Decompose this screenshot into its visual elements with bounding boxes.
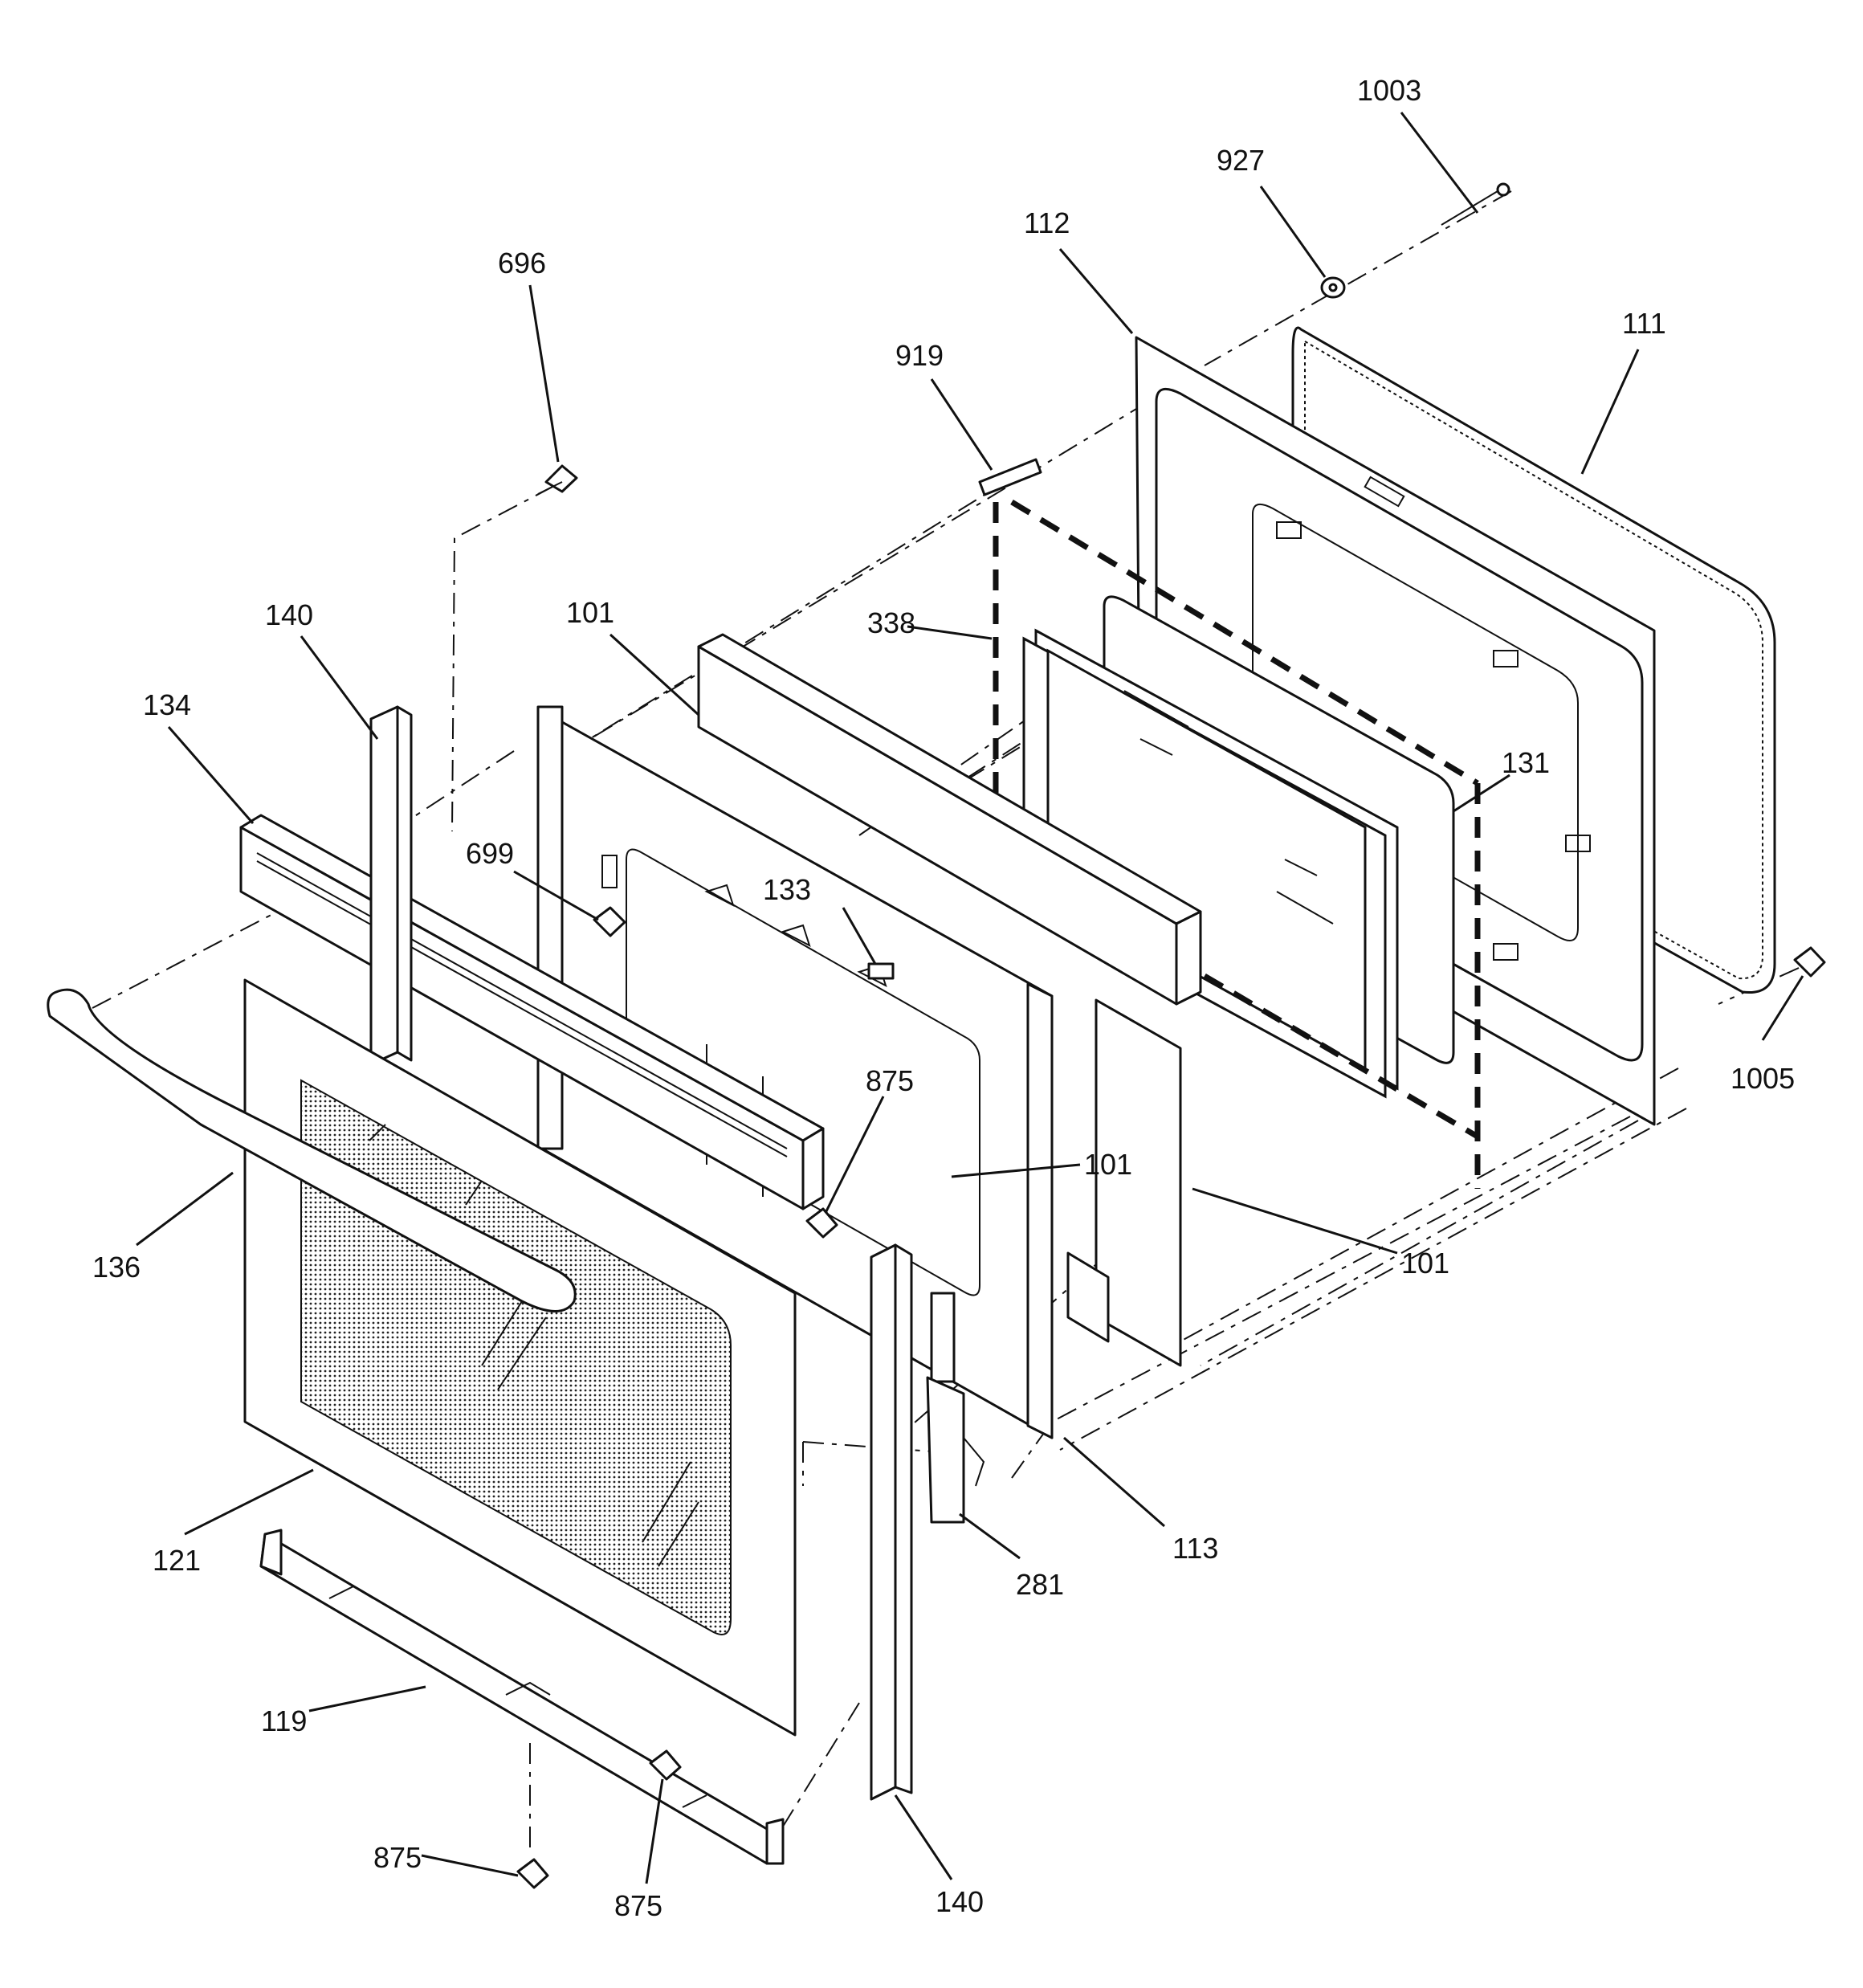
label-1003: 1003 — [1357, 74, 1421, 107]
label-140-left: 140 — [265, 598, 313, 631]
side-channel-140-right — [870, 1243, 913, 1801]
leader-lines — [136, 112, 1804, 1884]
label-338: 338 — [867, 606, 915, 639]
window-glass-assembly — [993, 500, 1481, 1189]
label-133: 133 — [763, 873, 811, 906]
part-labels: 1003 927 112 111 696 919 338 101 140 134… — [92, 74, 1795, 1922]
door-handle-136 — [47, 988, 577, 1312]
washer-927 — [1320, 276, 1346, 299]
label-927: 927 — [1217, 144, 1265, 177]
label-140-right: 140 — [936, 1885, 984, 1918]
pin-919 — [978, 458, 1042, 496]
screw-696 — [537, 464, 578, 495]
insulation-101 — [697, 633, 1202, 1367]
label-101-insulation-top: 101 — [566, 596, 614, 629]
screw-875-lower-right — [649, 1749, 682, 1781]
label-101-insulation-middle: 101 — [1084, 1148, 1132, 1181]
label-113: 113 — [1172, 1532, 1218, 1565]
label-919: 919 — [895, 339, 944, 372]
label-134: 134 — [143, 688, 191, 721]
screw-875-lower-left — [516, 1858, 549, 1889]
label-696: 696 — [498, 247, 546, 280]
label-875-lower-left: 875 — [373, 1841, 422, 1874]
screw-875-upper — [805, 1207, 838, 1239]
label-875-lower-right: 875 — [614, 1889, 662, 1922]
label-136: 136 — [92, 1251, 141, 1284]
label-131: 131 — [1502, 746, 1550, 779]
screw-699 — [593, 906, 626, 937]
label-121: 121 — [153, 1544, 201, 1577]
label-112: 112 — [1024, 206, 1070, 239]
label-111: 111 — [1622, 307, 1666, 340]
label-101-insulation-bottom: 101 — [1401, 1247, 1449, 1280]
label-875-upper: 875 — [866, 1064, 914, 1097]
bumper-133 — [867, 962, 895, 980]
latch-bracket — [1276, 521, 1591, 961]
side-channel-140-left — [369, 705, 413, 1066]
hinge-281 — [926, 1292, 985, 1524]
label-119: 119 — [261, 1704, 307, 1737]
bottom-trim-119 — [259, 1529, 785, 1865]
screw-1005 — [1793, 946, 1826, 978]
label-281: 281 — [1016, 1568, 1064, 1601]
label-699: 699 — [466, 837, 514, 870]
label-1005: 1005 — [1731, 1062, 1795, 1095]
screw-1003 — [1441, 182, 1510, 226]
